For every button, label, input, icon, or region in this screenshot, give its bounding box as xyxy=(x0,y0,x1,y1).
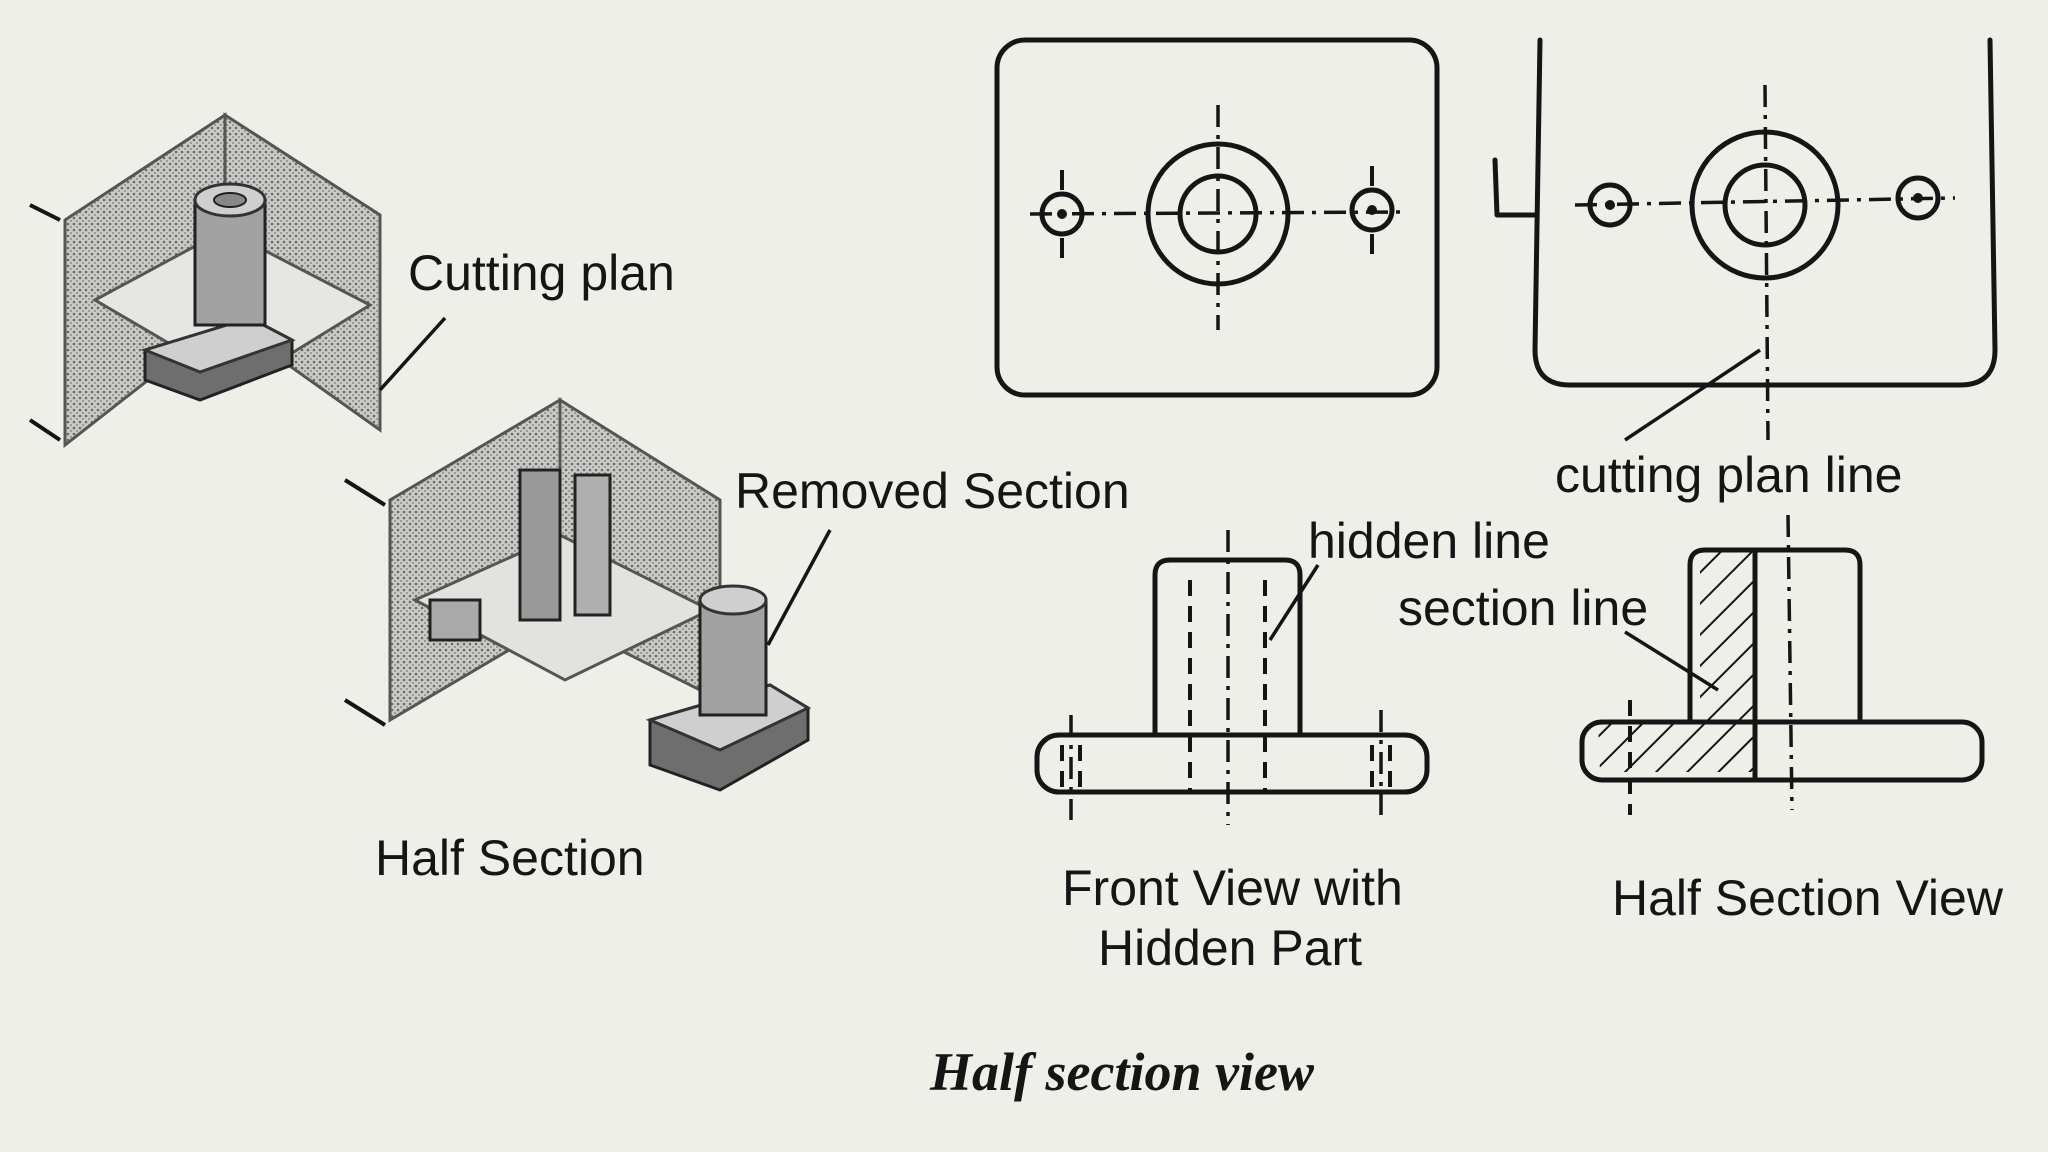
label-cutting-plan: Cutting plan xyxy=(408,245,675,301)
label-half-section-view: Half Section View xyxy=(1612,870,2004,926)
label-cutting-plan-line: cutting plan line xyxy=(1555,447,1902,503)
half-section-view-drawing xyxy=(1579,514,1985,815)
label-half-section: Half Section xyxy=(375,830,645,886)
top-view-half-section xyxy=(1492,37,1998,441)
label-removed-section: Removed Section xyxy=(735,463,1130,519)
front-view-hidden xyxy=(1034,530,1430,825)
isometric-cutting-planes xyxy=(28,112,382,449)
section-line-leader xyxy=(1624,630,1719,692)
label-hidden-line: hidden line xyxy=(1308,513,1550,569)
cutting-plan-leader xyxy=(378,316,447,392)
top-view-front xyxy=(994,37,1440,398)
label-front-view-line1: Front View with xyxy=(1062,860,1403,916)
label-front-view-line2: Hidden Part xyxy=(1098,920,1362,976)
figure-caption: Half section view xyxy=(929,1042,1315,1102)
removed-section-leader xyxy=(766,529,832,646)
cutting-plan-line-leader xyxy=(1624,348,1761,442)
label-section-line: section line xyxy=(1398,580,1648,636)
hidden-line-leader xyxy=(1268,564,1320,641)
isometric-removed-section xyxy=(343,397,812,792)
